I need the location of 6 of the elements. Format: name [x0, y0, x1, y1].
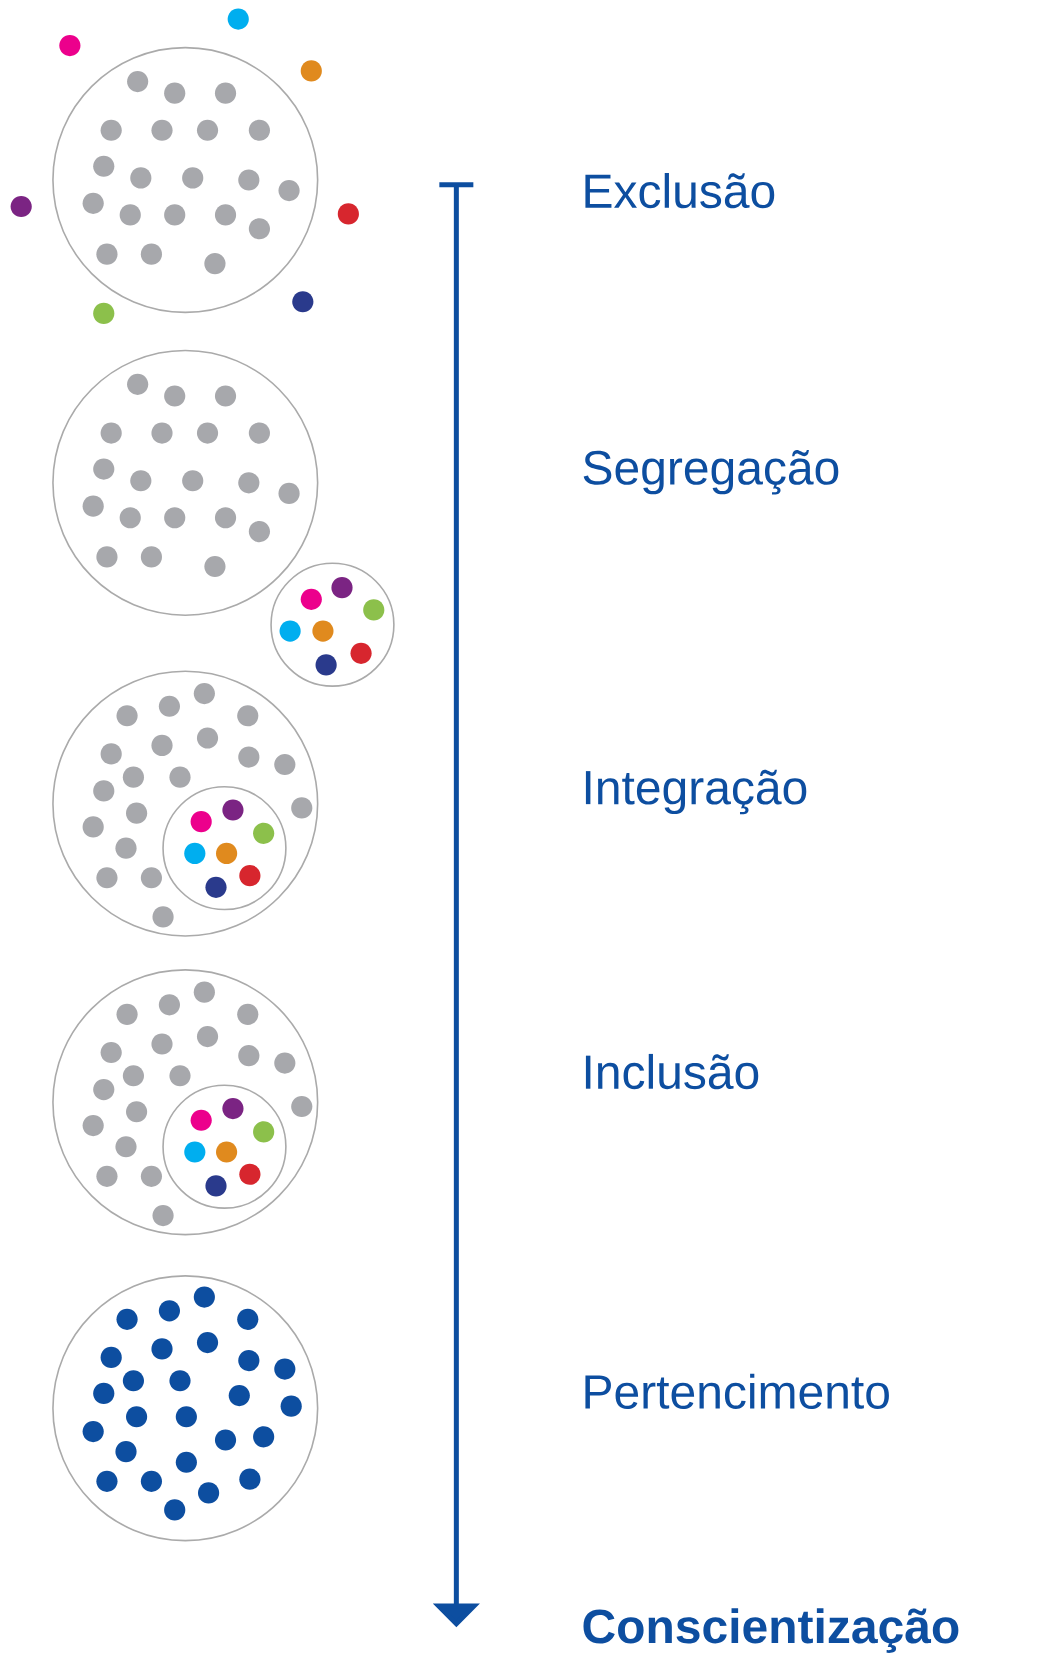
stage-label: Pertencimento: [585, 1373, 889, 1409]
final-stage-label: Conscientização: [583, 1608, 959, 1653]
stage-label: Exclusão: [585, 172, 775, 209]
stage-label: Integração: [585, 769, 807, 815]
stage-label: Segregação: [583, 449, 839, 495]
stage-label: Inclusão: [585, 1053, 759, 1090]
